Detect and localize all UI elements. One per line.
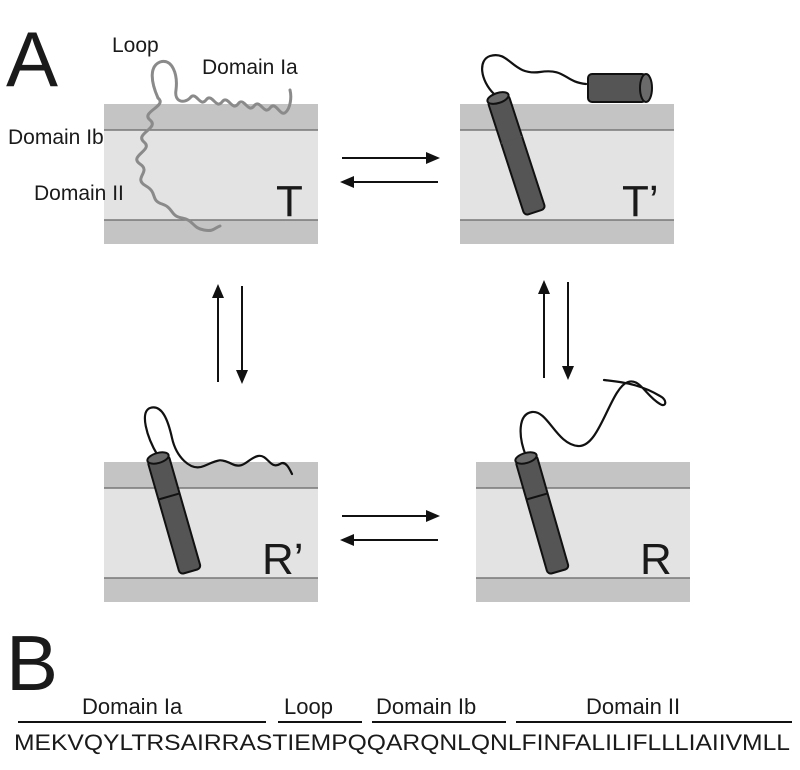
cylinder-helices-r-prime [143,406,294,575]
membrane-t [104,104,318,244]
label-domain-ia: Domain Ia [202,56,298,79]
state-label-t-prime: T’ [622,177,659,226]
state-label-t: T [276,177,303,226]
segment-label-loop: Loop [284,694,333,719]
equilibrium-arrows-t-t-prime [340,152,440,188]
label-domain-ib: Domain Ib [8,126,104,149]
segment-label-domain-ii: Domain II [586,694,680,719]
panel-b-letter: B [6,619,58,707]
segment-label-domain-ia: Domain Ia [82,694,183,719]
sequence-domain-map: Domain Ia Loop Domain Ib Domain II MEKVQ… [14,694,792,755]
membrane-r [476,462,690,602]
unfolded-chain-t [135,59,293,232]
state-label-r: R [640,535,672,584]
cylinder-helices-r [514,378,667,575]
cylinder-helices-t-prime [481,54,653,216]
state-label-r-prime: R’ [262,535,304,584]
amphipathic-helix-cylinder [587,73,653,103]
segment-label-domain-ib: Domain Ib [376,694,476,719]
panel-a-letter: A [6,15,58,103]
membrane-t-prime [460,104,674,244]
equilibrium-arrows-t-r-prime [212,284,248,384]
membrane-r-prime [104,462,318,602]
label-domain-ii: Domain II [34,182,124,205]
label-loop: Loop [112,34,159,57]
equilibrium-arrows-r-prime-r [340,510,440,546]
amino-acid-sequence: MEKVQYLTRSAIRRASTIEMPQQARQNLQNLFINFALILI… [14,730,790,755]
equilibrium-arrows-r-t-prime [538,280,574,380]
